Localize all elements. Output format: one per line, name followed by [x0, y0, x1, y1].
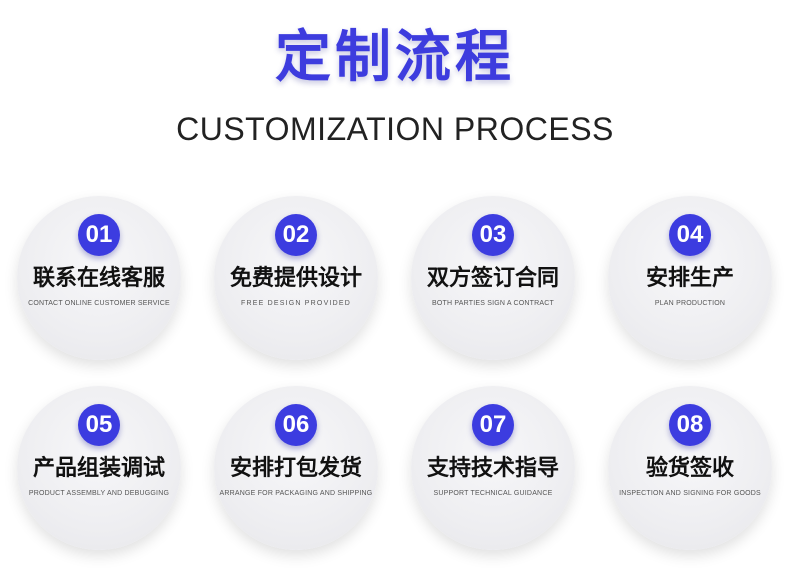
step-subtitle: INSPECTION AND SIGNING FOR GOODS [619, 490, 761, 497]
process-step-02: 02 免费提供设计 FREE DESIGN PROVIDED [214, 196, 378, 360]
step-title: 支持技术指导 [426, 456, 559, 481]
step-title: 双方签订合同 [426, 266, 559, 291]
process-step-03: 03 双方签订合同 BOTH PARTIES SIGN A CONTRACT [411, 196, 575, 360]
process-step-01: 01 联系在线客服 CONTACT ONLINE CUSTOMER SERVIC… [17, 196, 181, 360]
step-number-badge: 02 [275, 214, 317, 256]
step-subtitle: ARRANGE FOR PACKAGING AND SHIPPING [219, 490, 373, 497]
step-subtitle: PRODUCT ASSEMBLY AND DEBUGGING [28, 490, 170, 497]
step-number-badge: 05 [78, 404, 120, 446]
page-title: 定制流程 [275, 25, 515, 90]
step-number-badge: 07 [472, 404, 514, 446]
step-title: 安排生产 [645, 266, 734, 291]
step-subtitle: PLAN PRODUCTION [654, 300, 726, 307]
process-step-07: 07 支持技术指导 SUPPORT TECHNICAL GUIDANCE [411, 386, 575, 550]
step-number-badge: 06 [275, 404, 317, 446]
step-subtitle: CONTACT ONLINE CUSTOMER SERVICE [28, 300, 170, 307]
process-step-04: 04 安排生产 PLAN PRODUCTION [608, 196, 772, 360]
step-subtitle: SUPPORT TECHNICAL GUIDANCE [433, 490, 553, 497]
step-title: 产品组装调试 [32, 456, 165, 481]
step-subtitle: FREE DESIGN PROVIDED [241, 300, 351, 307]
step-number-badge: 08 [669, 404, 711, 446]
process-step-06: 06 安排打包发货 ARRANGE FOR PACKAGING AND SHIP… [214, 386, 378, 550]
process-step-08: 08 验货签收 INSPECTION AND SIGNING FOR GOODS [608, 386, 772, 550]
step-title: 安排打包发货 [229, 456, 362, 481]
step-title: 免费提供设计 [229, 266, 362, 291]
step-number-badge: 04 [669, 214, 711, 256]
step-number-badge: 03 [472, 214, 514, 256]
step-title: 验货签收 [645, 456, 734, 481]
process-step-05: 05 产品组装调试 PRODUCT ASSEMBLY AND DEBUGGING [17, 386, 181, 550]
step-subtitle: BOTH PARTIES SIGN A CONTRACT [431, 300, 555, 307]
step-title: 联系在线客服 [32, 266, 165, 291]
step-number-badge: 01 [78, 214, 120, 256]
page-subtitle: CUSTOMIZATION PROCESS [176, 111, 614, 147]
